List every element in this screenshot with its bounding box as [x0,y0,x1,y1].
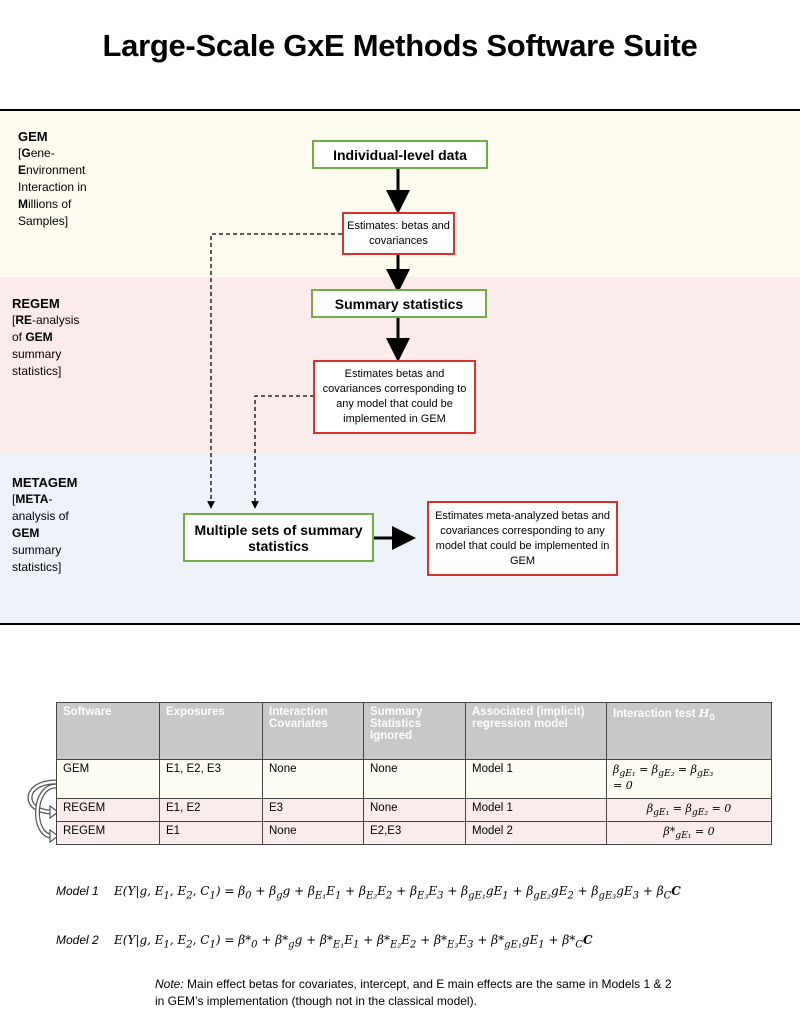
header-exposures: Exposures [159,702,263,760]
gem-label: GEM [Gene- Environment Interaction in Mi… [18,129,87,228]
page-title: Large-Scale GxE Methods Software Suite [102,28,698,63]
regem-estimates-box: Estimates betas and covariances correspo… [313,360,476,434]
individual-data-box: Individual-level data [312,140,488,169]
table-row: REGEM E1, E2 E3 None Model 1 βgE₁ = βgE₂… [56,797,772,823]
footnote: Note: Main effect betas for covariates, … [155,977,672,1008]
table-row: GEM E1, E2, E3 None None Model 1 βgE₁ = … [56,759,772,799]
multiple-sets-box: Multiple sets of summary statistics [183,513,374,562]
bottom-divider [0,623,800,625]
estimates-betas-box: Estimates: betas and covariances [342,212,455,255]
header-model: Associated (implicit) regression model [465,702,607,760]
meta-estimates-box: Estimates meta-analyzed betas and covari… [427,501,618,576]
header-covariates: Interaction Covariates [262,702,364,760]
header-software: Software [56,702,160,760]
regem-label: REGEM [RE-analysis of GEM summary statis… [12,296,80,378]
model1-equation: Model 1 E(Y|g, E1, E2, C1) = β0 + βgg + … [56,884,681,902]
metagem-label: METAGEM [META- analysis of GEM summary s… [12,475,78,574]
header-test: Interaction test H0 [606,702,772,760]
header-ignored: Summary Statistics Ignored [363,702,466,760]
software-table: Software Exposures Interaction Covariate… [56,702,772,846]
table-row: REGEM E1 None E2,E3 Model 2 β*gE₁ = 0 [56,821,772,846]
model2-equation: Model 2 E(Y|g, E1, E2, C1) = β*0 + β*gg … [56,933,593,951]
summary-statistics-box: Summary statistics [311,289,487,318]
top-divider [0,109,800,111]
